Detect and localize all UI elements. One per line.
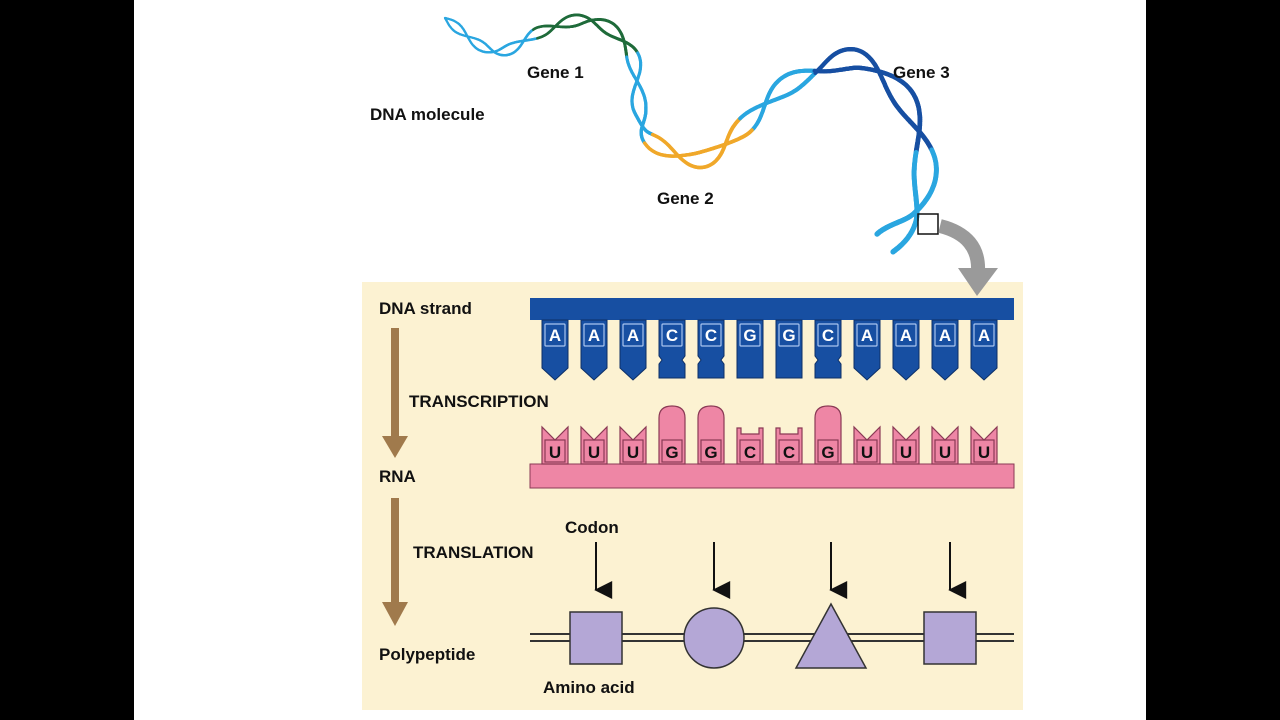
rna-base: G [814, 405, 842, 465]
flow-arrow-transcription [382, 328, 408, 458]
dna-double-helix [443, 13, 939, 255]
gene3-label: Gene 3 [893, 63, 950, 82]
zoom-arrow-head [958, 268, 998, 296]
translation-label: TRANSLATION [413, 543, 534, 562]
zoom-box [917, 213, 939, 235]
svg-text:U: U [588, 443, 600, 462]
zoom-arrow-shaft [938, 219, 986, 273]
amino-acid-label: Amino acid [543, 678, 635, 697]
rna-base: U [892, 425, 920, 465]
dna-base: A [892, 319, 920, 381]
rna-base: U [931, 425, 959, 465]
gene1-label: Gene 1 [527, 63, 584, 82]
svg-text:G: G [821, 443, 834, 462]
svg-text:C: C [705, 326, 717, 345]
rna-base: C [775, 427, 803, 465]
dna-base: A [931, 319, 959, 381]
rna-base: U [541, 425, 569, 465]
dna-base: A [970, 319, 998, 381]
amino-acids [569, 602, 977, 669]
codon-label: Codon [565, 518, 619, 537]
svg-text:C: C [666, 326, 678, 345]
rna-base: U [580, 425, 608, 465]
dna-base: C [658, 319, 686, 379]
svg-text:G: G [704, 443, 717, 462]
svg-text:U: U [978, 443, 990, 462]
amino-acid-circle [683, 607, 745, 669]
amino-acid-square [569, 611, 623, 665]
rna-label: RNA [379, 467, 416, 486]
svg-text:C: C [822, 326, 834, 345]
svg-text:U: U [861, 443, 873, 462]
svg-text:G: G [782, 326, 795, 345]
svg-text:A: A [900, 326, 912, 345]
transcription-label: TRANSCRIPTION [409, 392, 549, 411]
dna-base: C [697, 319, 725, 379]
svg-text:U: U [549, 443, 561, 462]
svg-text:A: A [978, 326, 990, 345]
flow-arrow-translation [382, 498, 408, 626]
svg-text:A: A [939, 326, 951, 345]
dna-base: G [736, 319, 764, 379]
svg-text:A: A [861, 326, 873, 345]
svg-text:U: U [900, 443, 912, 462]
svg-text:U: U [939, 443, 951, 462]
dna-strand-label: DNA strand [379, 299, 472, 318]
dna-base: A [580, 319, 608, 381]
svg-text:G: G [743, 326, 756, 345]
svg-text:U: U [627, 443, 639, 462]
amino-acid-triangle [794, 602, 868, 669]
rna-base: G [697, 405, 725, 465]
dna-base: A [541, 319, 569, 381]
dna-molecule-label: DNA molecule [370, 105, 485, 124]
rna-base: G [658, 405, 686, 465]
svg-text:C: C [744, 443, 756, 462]
dna-base: G [775, 319, 803, 379]
dna-base: A [853, 319, 881, 381]
dna-base: A [619, 319, 647, 381]
rna-base: U [970, 425, 998, 465]
amino-acid-square [923, 611, 977, 665]
svg-text:A: A [627, 326, 639, 345]
dna-base: C [814, 319, 842, 379]
rna-base: U [853, 425, 881, 465]
codon-arrows [594, 542, 967, 599]
svg-text:A: A [549, 326, 561, 345]
polypeptide-label: Polypeptide [379, 645, 476, 664]
svg-text:A: A [588, 326, 600, 345]
svg-text:G: G [665, 443, 678, 462]
rna-base: C [736, 427, 764, 465]
dna-strand-backbone [530, 298, 1014, 320]
rna-base: U [619, 425, 647, 465]
rna-backbone [529, 463, 1015, 489]
svg-text:C: C [783, 443, 795, 462]
gene2-label: Gene 2 [657, 189, 714, 208]
